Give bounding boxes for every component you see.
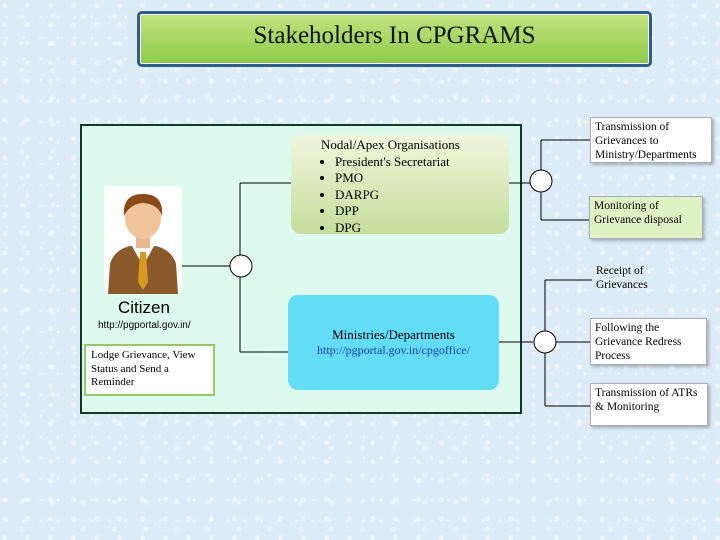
nodal-list: President's Secretariat PMO DARPG DPP DP… — [319, 154, 509, 237]
hub-circle-lower-right — [533, 330, 557, 354]
nodal-item: PMO — [335, 170, 509, 187]
ministries-url-link[interactable]: http://pgportal.gov.in/cpgoffice/ — [317, 343, 470, 357]
hub-circle-upper-right — [529, 169, 553, 193]
title-box: Stakeholders In CPGRAMS — [137, 11, 652, 67]
nodal-title: Nodal/Apex Organisations — [321, 137, 460, 152]
citizen-url-link[interactable]: http://pgportal.gov.in/ — [98, 320, 191, 331]
hub-circle-left — [229, 254, 253, 278]
step-atr-box: Transmission of ATRs & Monitoring — [590, 383, 708, 426]
lodge-grievance-box: Lodge Grievance, View Status and Send a … — [84, 344, 215, 396]
citizen-label: Citizen — [118, 298, 170, 317]
ministries-title: Ministries/Departments — [332, 327, 455, 342]
citizen-avatar-icon — [104, 186, 182, 294]
step-transmission-box: Transmission of Grievances to Ministry/D… — [590, 117, 712, 163]
ministries-box: Ministries/Departments http://pgportal.g… — [288, 295, 499, 390]
page-title: Stakeholders In CPGRAMS — [253, 22, 536, 49]
nodal-item: DPP — [335, 203, 509, 220]
step-receipt-box: Receipt of Grievances — [596, 265, 648, 291]
step-monitoring-box: Monitoring of Grievance disposal — [589, 196, 703, 239]
step-following-box: Following the Grievance Redress Process — [590, 318, 707, 365]
nodal-item: DARPG — [335, 187, 509, 204]
nodal-organisations-box: Nodal/Apex Organisations President's Sec… — [291, 135, 509, 237]
nodal-item: DPG — [335, 220, 509, 237]
nodal-item: President's Secretariat — [335, 154, 509, 171]
